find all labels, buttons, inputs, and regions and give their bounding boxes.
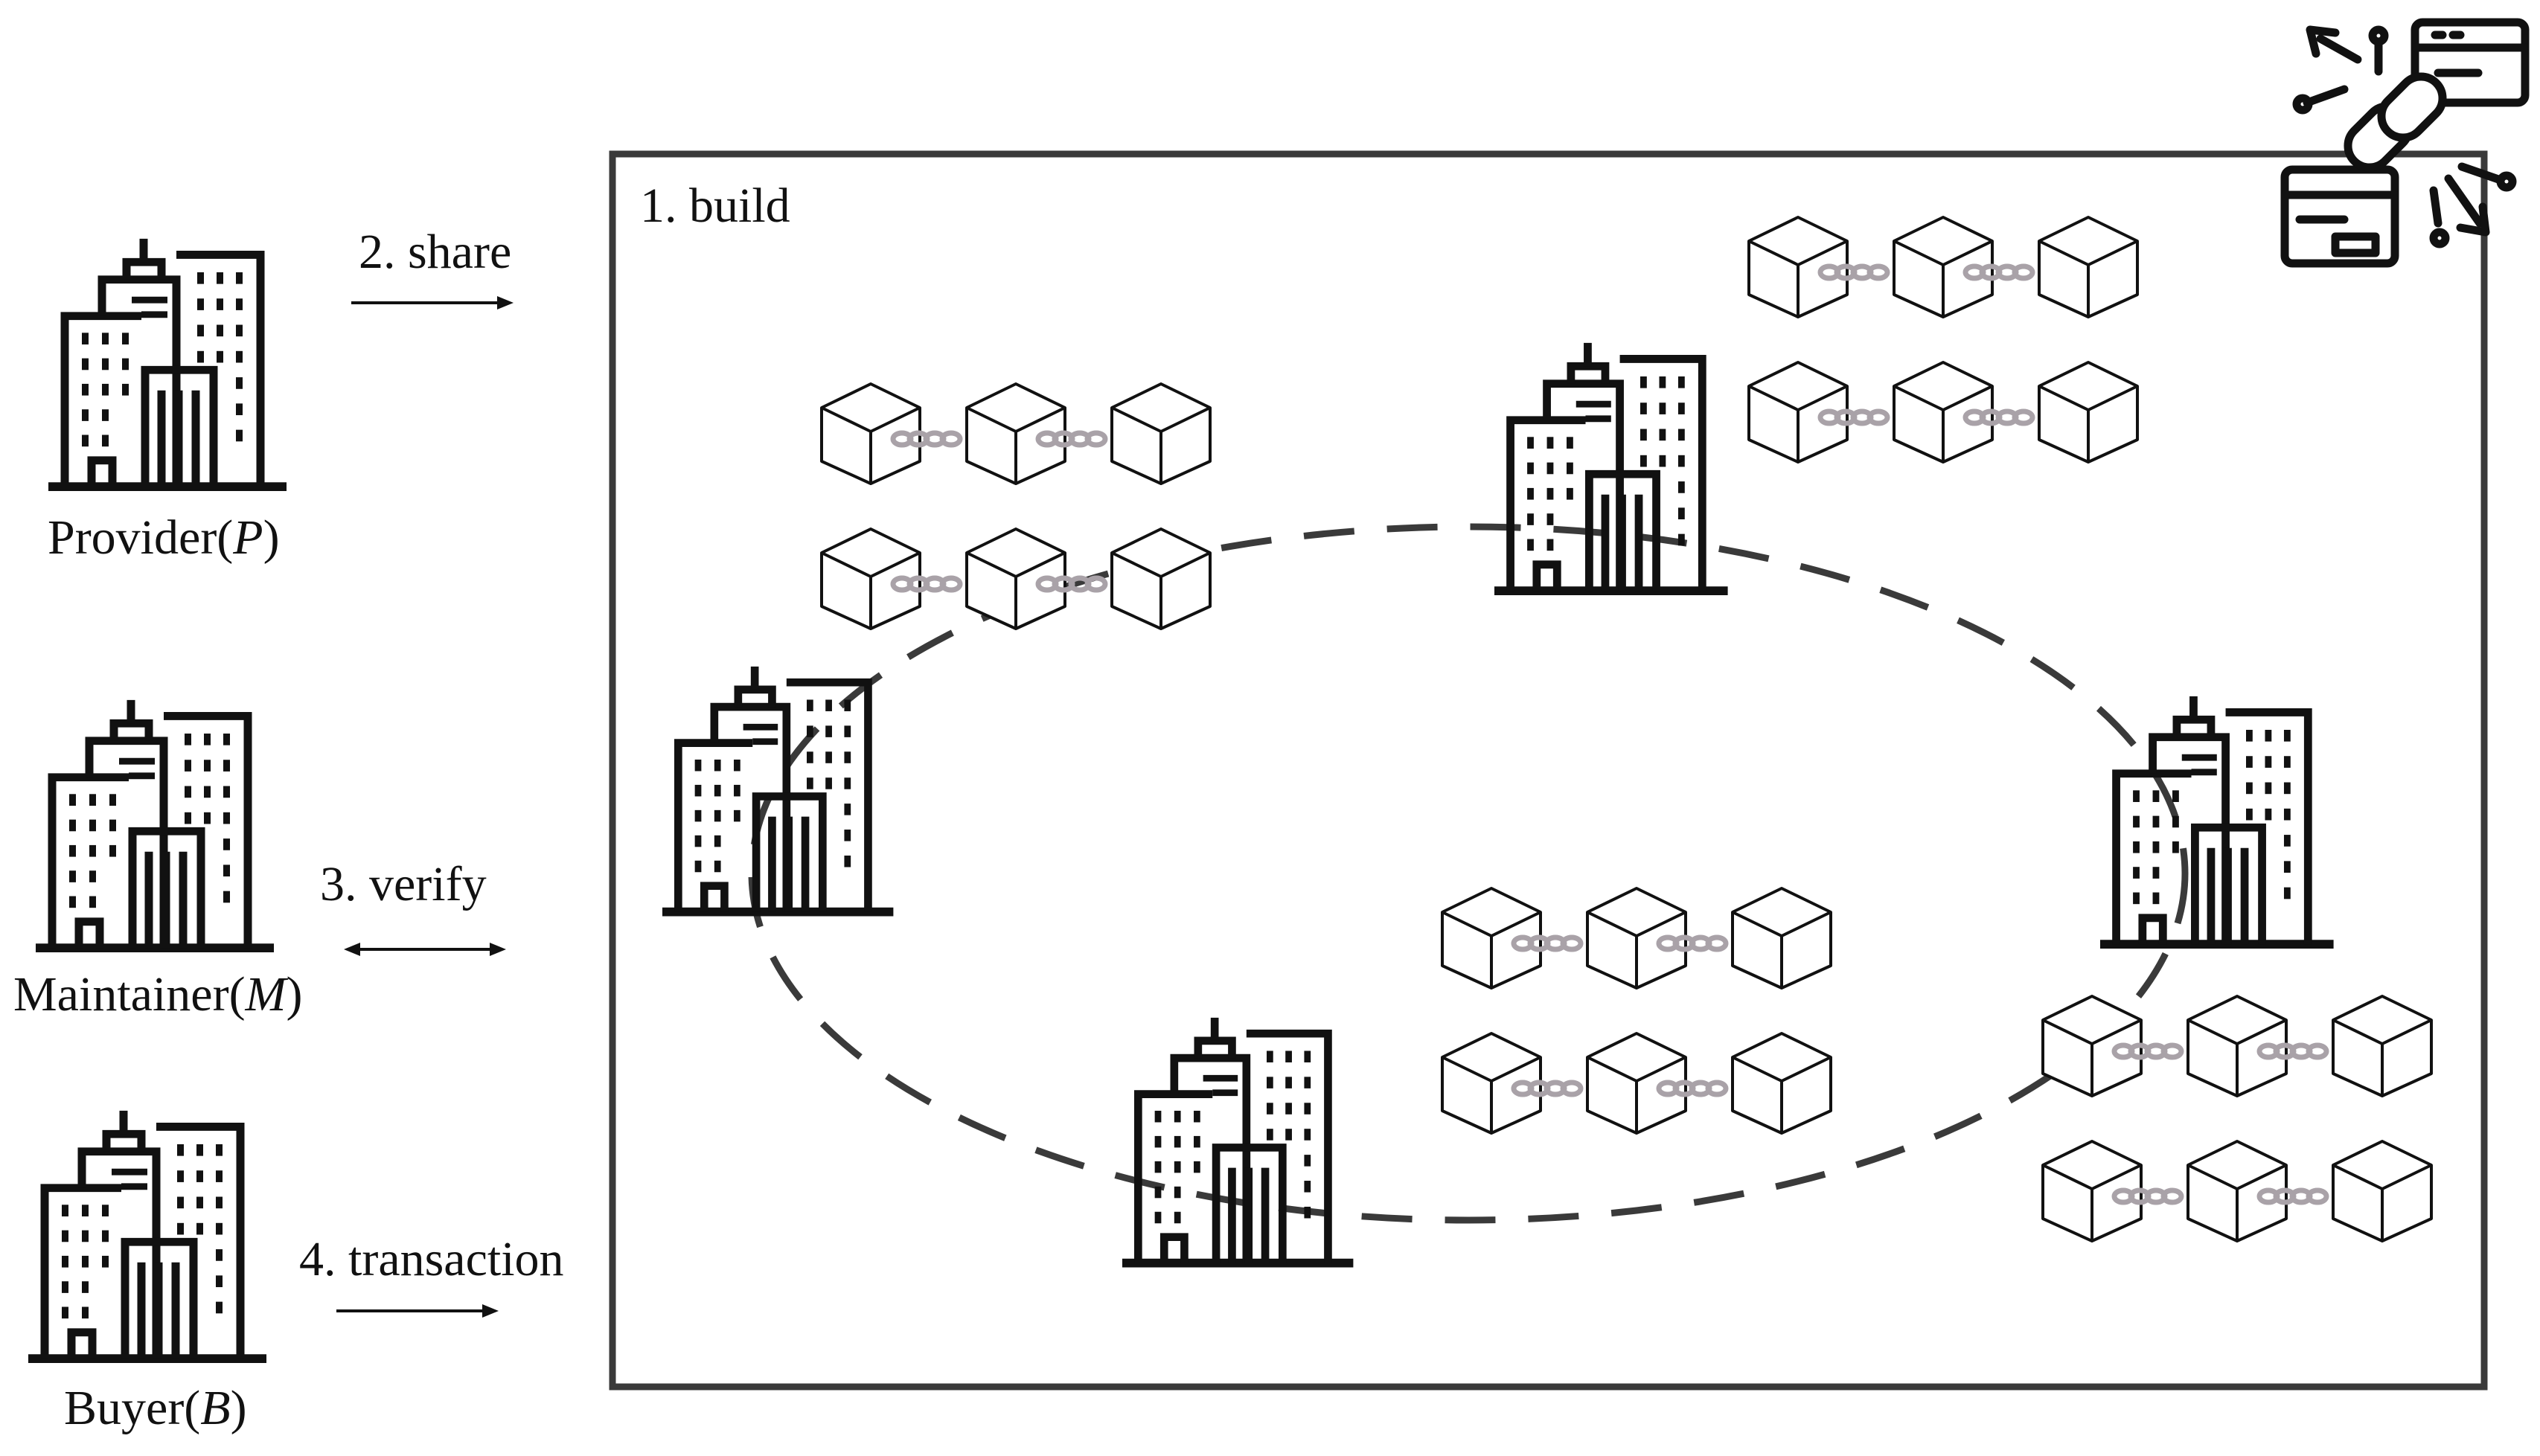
provider-role-name: Provider — [48, 510, 217, 565]
share-step-label: 2. share — [359, 225, 512, 279]
network-node-top-building-icon — [1494, 343, 1728, 591]
maintainer-building-icon — [36, 700, 274, 948]
network-ring — [748, 523, 2189, 1224]
build-step-label: 1. build — [640, 179, 790, 233]
network-frame — [609, 150, 2488, 1391]
maintainer-role-symbol: M — [245, 967, 287, 1022]
block-group-upper-right — [1749, 217, 2137, 462]
maintainer-role-name: Maintainer — [13, 967, 229, 1022]
network-node-bottom-building-icon — [1122, 1018, 1353, 1263]
buyer-role-name: Buyer — [64, 1381, 185, 1435]
buyer-role-symbol: B — [200, 1381, 231, 1435]
blockchain-network-icon — [2280, 18, 2530, 268]
network-node-left-building-icon — [662, 667, 893, 912]
share-arrow — [351, 296, 514, 310]
transaction-arrow — [336, 1304, 499, 1318]
network-node-right-building-icon — [2100, 696, 2334, 944]
buyer-label: Buyer(B) — [64, 1381, 247, 1435]
verify-step-label: 3. verify — [320, 857, 487, 911]
provider-role-symbol: P — [233, 510, 263, 565]
provider-label: Provider(P) — [48, 510, 280, 565]
transaction-step-label: 4. transaction — [299, 1232, 564, 1286]
maintainer-label: Maintainer(M) — [13, 967, 303, 1022]
block-group-upper-left — [822, 384, 1210, 629]
verify-double-arrow — [344, 943, 506, 956]
block-group-lower-right — [2043, 996, 2431, 1241]
block-group-lower-center — [1442, 888, 1831, 1133]
buyer-building-icon — [28, 1111, 266, 1359]
provider-building-icon — [48, 239, 287, 487]
